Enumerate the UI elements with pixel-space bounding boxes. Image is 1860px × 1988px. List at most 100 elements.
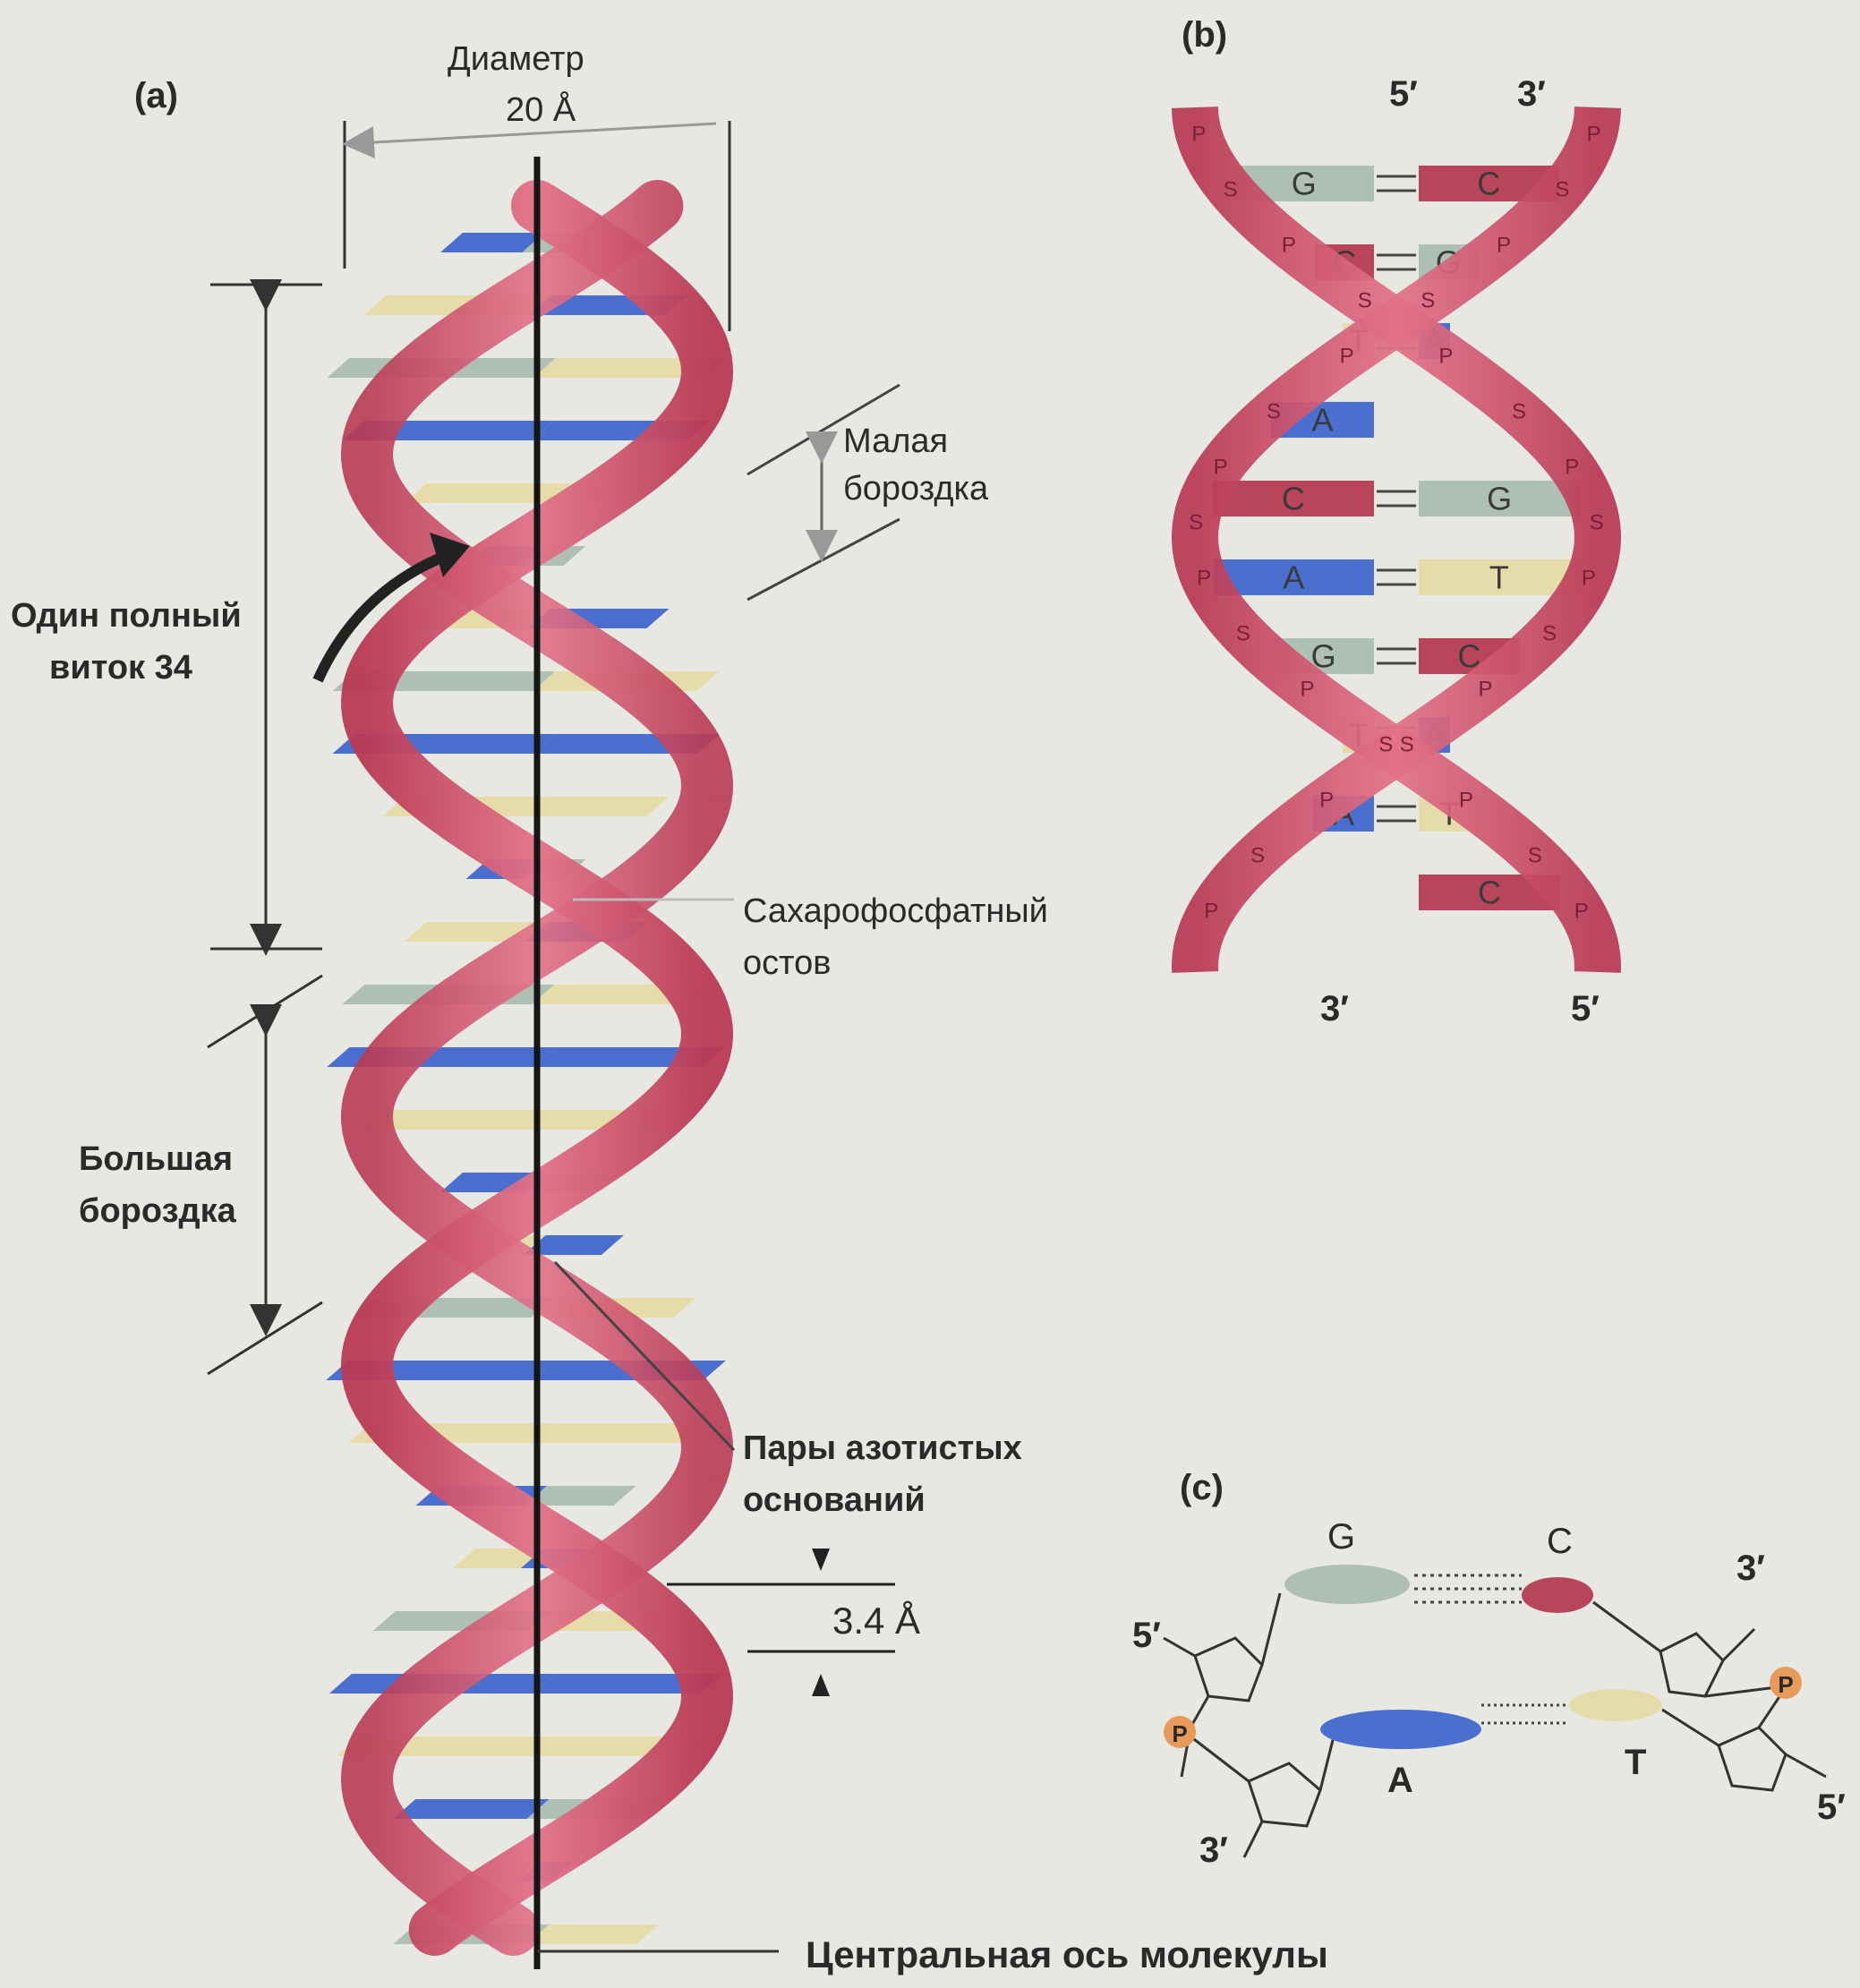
strand-end-bottom-right: 5′ [1571,989,1600,1028]
base-pair-right-half [527,1924,659,1944]
major-groove-label-1: Большая [79,1140,233,1178]
hydrogen-bond [1377,806,1416,821]
base-a-label: A [1387,1761,1413,1800]
backbone-letter: P [1587,123,1601,147]
hydrogen-bond [1377,491,1416,506]
rise-value: 3.4 Å [832,1600,920,1642]
helix-a [326,206,726,1944]
sugar-ring-top-left [1195,1638,1262,1701]
bond-5prime-bottom [1786,1754,1826,1777]
bond-sugar-p-right [1705,1687,1777,1696]
base-left-letter: A [1283,559,1304,596]
backbone-letter: S [1555,178,1569,202]
backbone-letter: S [1236,622,1250,646]
bond-sugar-p-left [1190,1696,1208,1728]
helix-b: GCCGTAACGATGCTAATCPSPSPSPSPSPSPSPPSPSPSP… [1189,107,1604,972]
backbone-letter: S [1512,400,1526,424]
backbone-letter: S [1590,511,1604,535]
hydrogen-bonds-at [1481,1705,1566,1723]
backbone-letter: P [1300,678,1314,702]
backbone-letter: S [1542,622,1557,646]
phosphate-left-label: P [1172,1720,1187,1747]
backbone-letter: S [1421,289,1435,313]
base-c-label: C [1547,1522,1573,1561]
base-right-letter: C [1478,875,1501,911]
base-g-shape [1284,1565,1410,1604]
axis-label: Центральная ось молекулы [806,1933,1328,1975]
full-turn-label-2: виток 34 [49,649,192,687]
backbone-letter: P [1282,234,1296,258]
strand-end-bottom-left: 3′ [1320,989,1349,1028]
phosphate-right-label: P [1778,1671,1793,1698]
panel-b: (b) 5′ 3′ 3′ 5′ GCCGTAACGATGCTAATCPSPSPS… [1182,15,1604,1028]
backbone-letter: P [1459,789,1473,813]
minor-groove-label-1: Малая [843,422,948,460]
sugar-ring-bottom-right [1719,1728,1786,1790]
base-pairs-label-1: Пары азотистых [743,1429,1022,1467]
base-g-label: G [1327,1517,1355,1557]
hydrogen-bond [1377,570,1416,584]
bond-3prime-bottom [1244,1822,1262,1857]
major-groove-label-2: бороздка [79,1192,237,1230]
end-bottom-right: 5′ [1817,1787,1846,1827]
backbone-letter: S [1189,511,1203,535]
bond-t-sugar [1662,1710,1719,1745]
backbone-label-2: остов [743,944,831,982]
minor-groove-line-bottom [747,519,900,600]
bond-5prime-top [1164,1638,1195,1656]
minor-groove-label-2: бороздка [843,470,989,508]
base-left-letter: G [1292,166,1317,202]
backbone-letter: S [1250,844,1265,868]
bond-3prime-top [1723,1629,1754,1660]
strand-end-top-left: 5′ [1389,74,1418,114]
base-t-shape [1569,1689,1662,1721]
end-bottom-left: 3′ [1199,1830,1228,1870]
panel-a: (a) Диаметр 20 Å Центральная ось молекул… [11,40,1328,1975]
end-top-left: 5′ [1132,1616,1161,1655]
hydrogen-bonds-gc [1414,1575,1522,1602]
bond-c-sugar [1593,1602,1660,1651]
backbone-letter: P [1574,900,1589,924]
backbone-label-1: Сахарофосфатный [743,892,1048,930]
backbone-letter: P [1214,456,1228,480]
backbone-letter: P [1479,678,1493,702]
base-c-shape [1522,1577,1593,1613]
backbone-letter: P [1497,234,1511,258]
sugar-ring-top-right [1660,1634,1723,1696]
base-pairs-leader-line [555,1262,734,1450]
backbone-letter: S [1528,844,1542,868]
sugar-ring-bottom-left [1249,1763,1320,1826]
panel-a-label: (a) [134,76,178,115]
bond-sugar-g [1262,1593,1280,1665]
panel-c: (c) P P G C A T 5′ 3 [1132,1468,1846,1870]
backbone-letter: P [1319,789,1334,813]
backbone-letter: S [1378,733,1393,757]
base-pairs-label-2: оснований [743,1481,926,1519]
hydrogen-bond [1377,255,1416,269]
diameter-value: 20 Å [506,90,576,129]
base-a-shape [1320,1710,1481,1749]
backbone-letter: S [1267,400,1281,424]
backbone-letter: P [1582,567,1596,591]
backbone-letter: S [1224,178,1238,202]
backbone-letter: P [1204,900,1218,924]
bond-sugar-a [1320,1736,1334,1790]
backbone-letter: P [1438,345,1453,369]
panel-b-label: (b) [1182,15,1227,55]
backbone-letter: P [1191,123,1206,147]
panel-c-label: (c) [1180,1468,1224,1507]
rise-arrow-down [812,1549,830,1571]
end-top-right: 3′ [1736,1549,1765,1588]
backbone-letter: P [1565,456,1579,480]
backbone-letter: P [1340,345,1354,369]
base-pair-right-half [528,797,670,816]
base-t-label: T [1625,1743,1646,1782]
base-pair-left-half [405,483,549,503]
strand-end-top-right: 3′ [1517,74,1546,114]
base-right-letter: C [1477,166,1500,202]
base-left-letter: C [1282,481,1305,517]
backbone-letter: S [1400,733,1414,757]
base-right-letter: T [1489,559,1509,596]
backbone-letter: S [1358,289,1372,313]
